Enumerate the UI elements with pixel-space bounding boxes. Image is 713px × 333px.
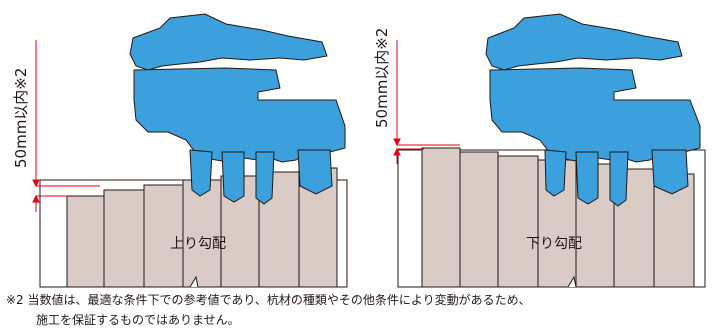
right-diagram: 50mm以内※2 下り勾配: [373, 13, 706, 288]
pile: [66, 195, 105, 288]
left-break-mark: [189, 275, 199, 288]
right-machine-icon: [485, 13, 701, 207]
pile: [103, 189, 145, 288]
footnote: ※2 当数値は、最適な条件下での参考値であり、杭材の種類やその他条件により変動が…: [0, 290, 713, 330]
pile: [459, 151, 499, 288]
footnote-line-1: ※2 当数値は、最適な条件下での参考値であり、杭材の種類やその他条件により変動が…: [6, 293, 531, 307]
footnote-line-2: 施工を保証するものではありません。: [36, 313, 240, 327]
pile: [182, 179, 222, 288]
left-tolerance-label: 50mm以内※2: [12, 68, 30, 168]
pile: [497, 155, 539, 288]
right-tolerance-label: 50mm以内※2: [373, 28, 391, 128]
pile: [421, 147, 461, 288]
right-center-label: 下り勾配: [526, 236, 582, 252]
left-machine-icon: [129, 13, 346, 205]
left-center-label: 上り勾配: [170, 236, 226, 252]
left-tolerance-marker: [32, 40, 100, 212]
left-diagram: 50mm以内※2 上り勾配: [12, 13, 348, 288]
right-tolerance-marker: [393, 40, 460, 164]
right-break-mark: [567, 275, 577, 288]
